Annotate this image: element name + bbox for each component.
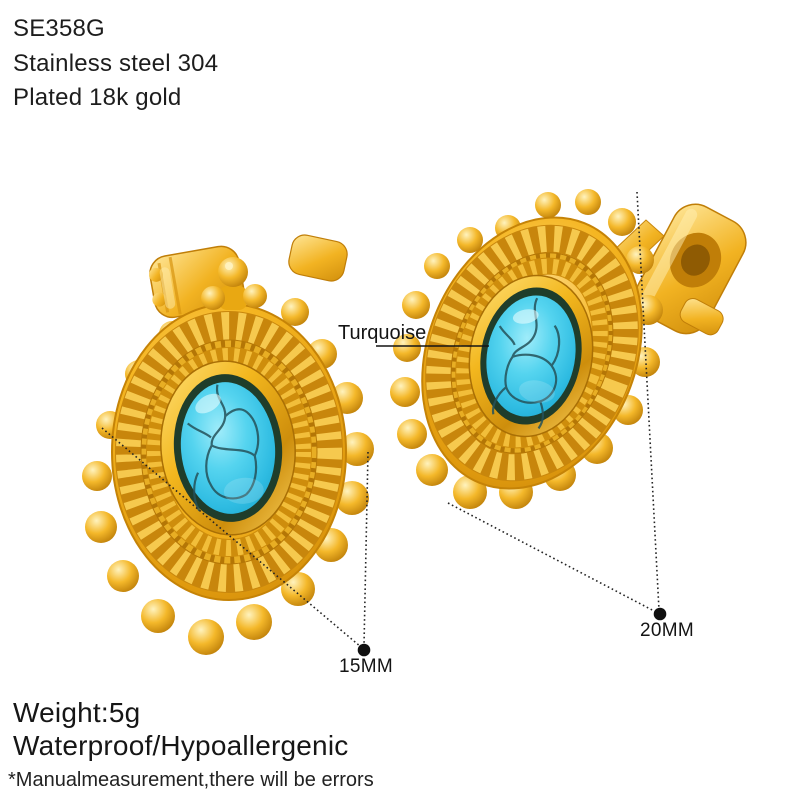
left-turquoise-stone — [180, 382, 276, 514]
stone-label: Turquoise — [338, 322, 427, 344]
measurements — [101, 191, 667, 657]
product-features: Waterproof/Hypoallergenic — [13, 730, 349, 761]
right-earring-stone-setting — [468, 274, 594, 438]
left-measure-dot — [357, 643, 371, 657]
left-measure-line-vertical — [363, 451, 369, 646]
left-measure-line-diagonal — [101, 427, 362, 648]
left-size-label: 15MM — [339, 656, 393, 677]
right-measure-line-diagonal — [447, 502, 657, 613]
product-footer-specs: Weight:5g Waterproof/Hypoallergenic *Man… — [8, 696, 374, 792]
left-earring — [82, 234, 374, 655]
left-earring-crown — [201, 257, 267, 310]
product-material: Stainless steel 304 — [13, 49, 219, 77]
product-weight: Weight:5g — [13, 697, 141, 728]
right-earring — [390, 189, 747, 509]
right-earring-back — [634, 203, 747, 336]
product-disclaimer: *Manualmeasurement,there will be errors — [8, 769, 374, 791]
right-stone-veins — [491, 297, 561, 430]
left-earring-back — [148, 234, 348, 319]
product-plating: Plated 18k gold — [13, 84, 182, 111]
left-earring-stone-setting — [160, 360, 296, 536]
product-specs: SE358G Stainless steel 304 Plated 18k go… — [13, 12, 218, 116]
right-measure-dot — [653, 607, 667, 621]
product-sku: SE358G — [13, 15, 105, 42]
right-size-label: 20MM — [640, 620, 694, 641]
right-measure-line-vertical — [636, 191, 660, 611]
